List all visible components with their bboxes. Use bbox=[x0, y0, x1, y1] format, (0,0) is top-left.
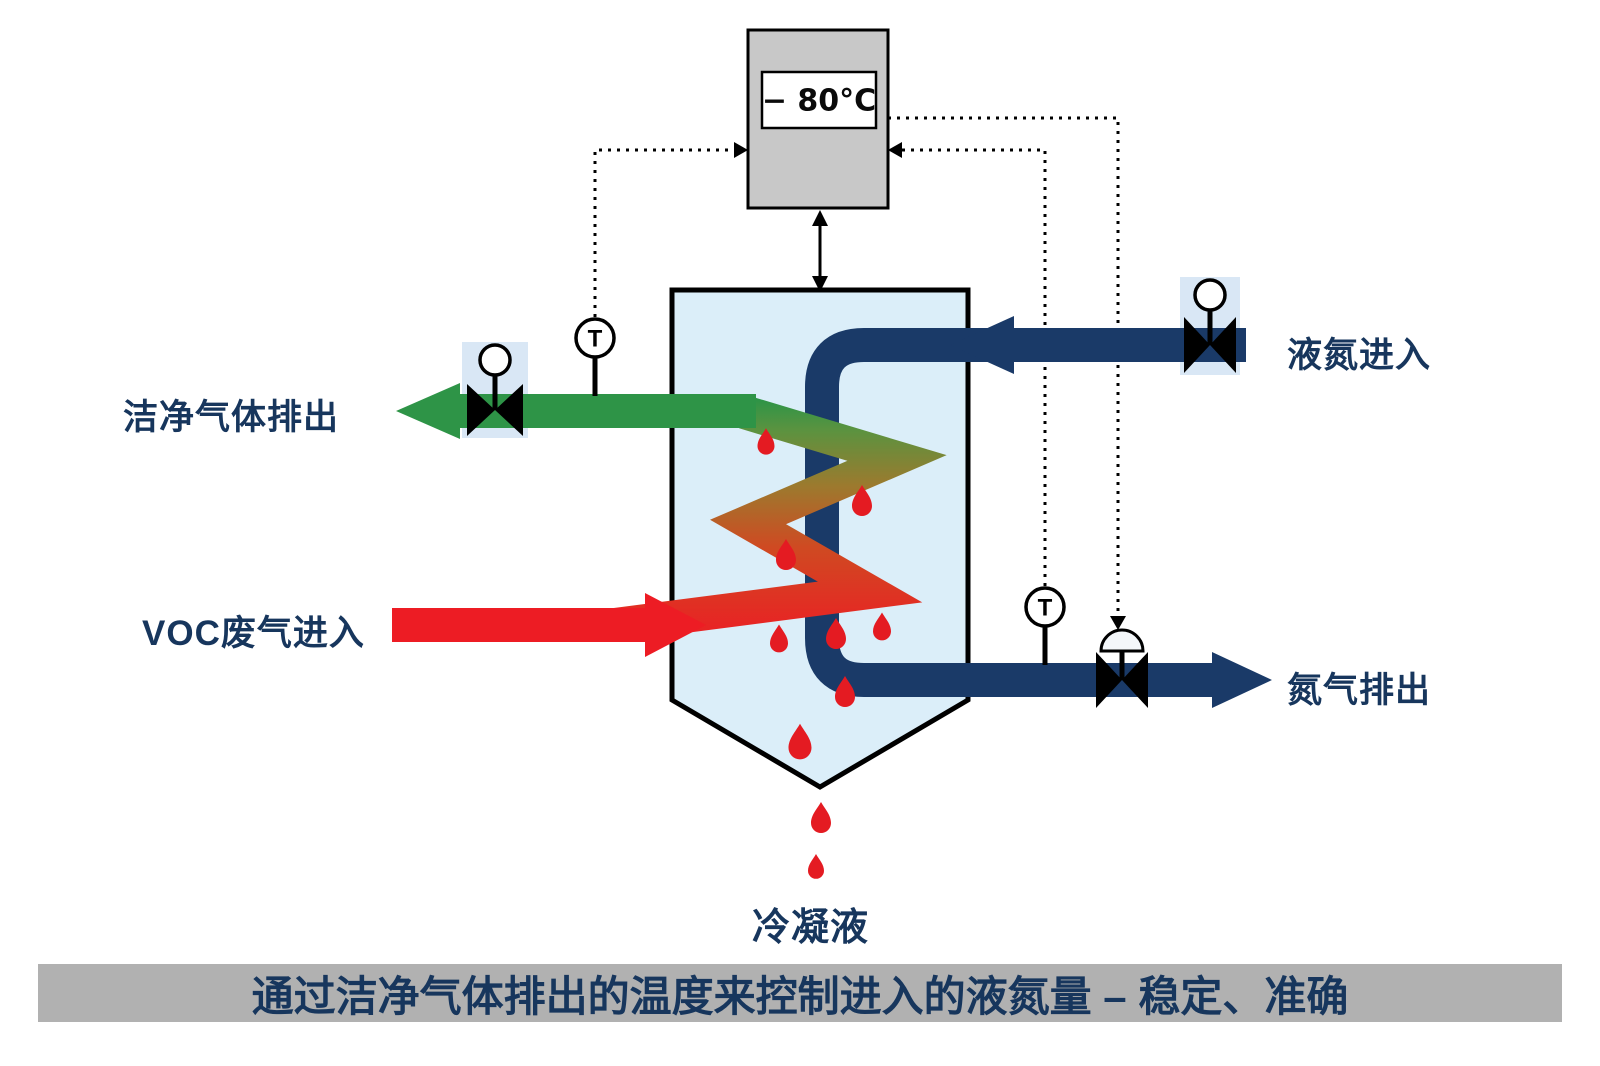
signal-arrowhead bbox=[1110, 616, 1126, 630]
controller-vessel-link-arrow bbox=[812, 210, 828, 292]
signal-line-right-sensor-to-controller bbox=[888, 142, 1047, 586]
label-nitrogen-out: 氮气排出 bbox=[1287, 671, 1432, 710]
temperature-sensor-left-icon: T bbox=[574, 317, 616, 396]
sensor-tag: T bbox=[1038, 595, 1053, 622]
controller-display bbox=[760, 70, 878, 130]
label-condensate: 冷凝液 bbox=[752, 907, 870, 949]
droplet-icon bbox=[811, 802, 831, 833]
valve-handwheel-icon bbox=[478, 343, 512, 377]
voc-pipe bbox=[392, 593, 706, 657]
temperature-controller: − 80°C bbox=[746, 28, 890, 210]
signal-line-controller-to-valve bbox=[888, 116, 1126, 630]
ln2-inlet-arrowhead bbox=[950, 316, 1014, 374]
signal-arrowhead bbox=[734, 142, 748, 158]
voc-arrowhead bbox=[645, 593, 706, 657]
valve-handwheel-icon bbox=[1193, 278, 1227, 312]
n2-outlet-control-valve-icon bbox=[1096, 628, 1148, 708]
signal-arrowhead bbox=[888, 142, 902, 158]
cooling-coil bbox=[612, 395, 947, 642]
signal-line-left-sensor-to-controller bbox=[593, 142, 748, 317]
caption-text: 通过洁净气体排出的温度来控制进入的液氮量 – 稳定、准确 bbox=[251, 972, 1349, 1020]
valve-actuator-dome-icon bbox=[1099, 628, 1145, 653]
nitrogen-pipe bbox=[805, 316, 1272, 708]
temperature-sensor-right-icon: T bbox=[1024, 586, 1066, 665]
label-clean-gas-out: 洁净气体排出 bbox=[123, 398, 340, 437]
droplet-icon bbox=[808, 854, 824, 879]
n2-outlet-arrowhead bbox=[1212, 652, 1272, 708]
sensor-tag: T bbox=[588, 326, 603, 353]
caption-banner: 通过洁净气体排出的温度来控制进入的液氮量 – 稳定、准确 bbox=[38, 964, 1562, 1022]
clean-gas-valve-icon bbox=[462, 342, 528, 438]
ln2-inlet-valve-icon bbox=[1180, 277, 1240, 375]
label-liquid-nitrogen-in: 液氮进入 bbox=[1287, 336, 1432, 375]
clean-gas-arrowhead bbox=[396, 383, 460, 439]
temperature-display-value: − 80°C bbox=[762, 84, 876, 119]
label-voc-in: VOC废气进入 bbox=[142, 614, 365, 653]
